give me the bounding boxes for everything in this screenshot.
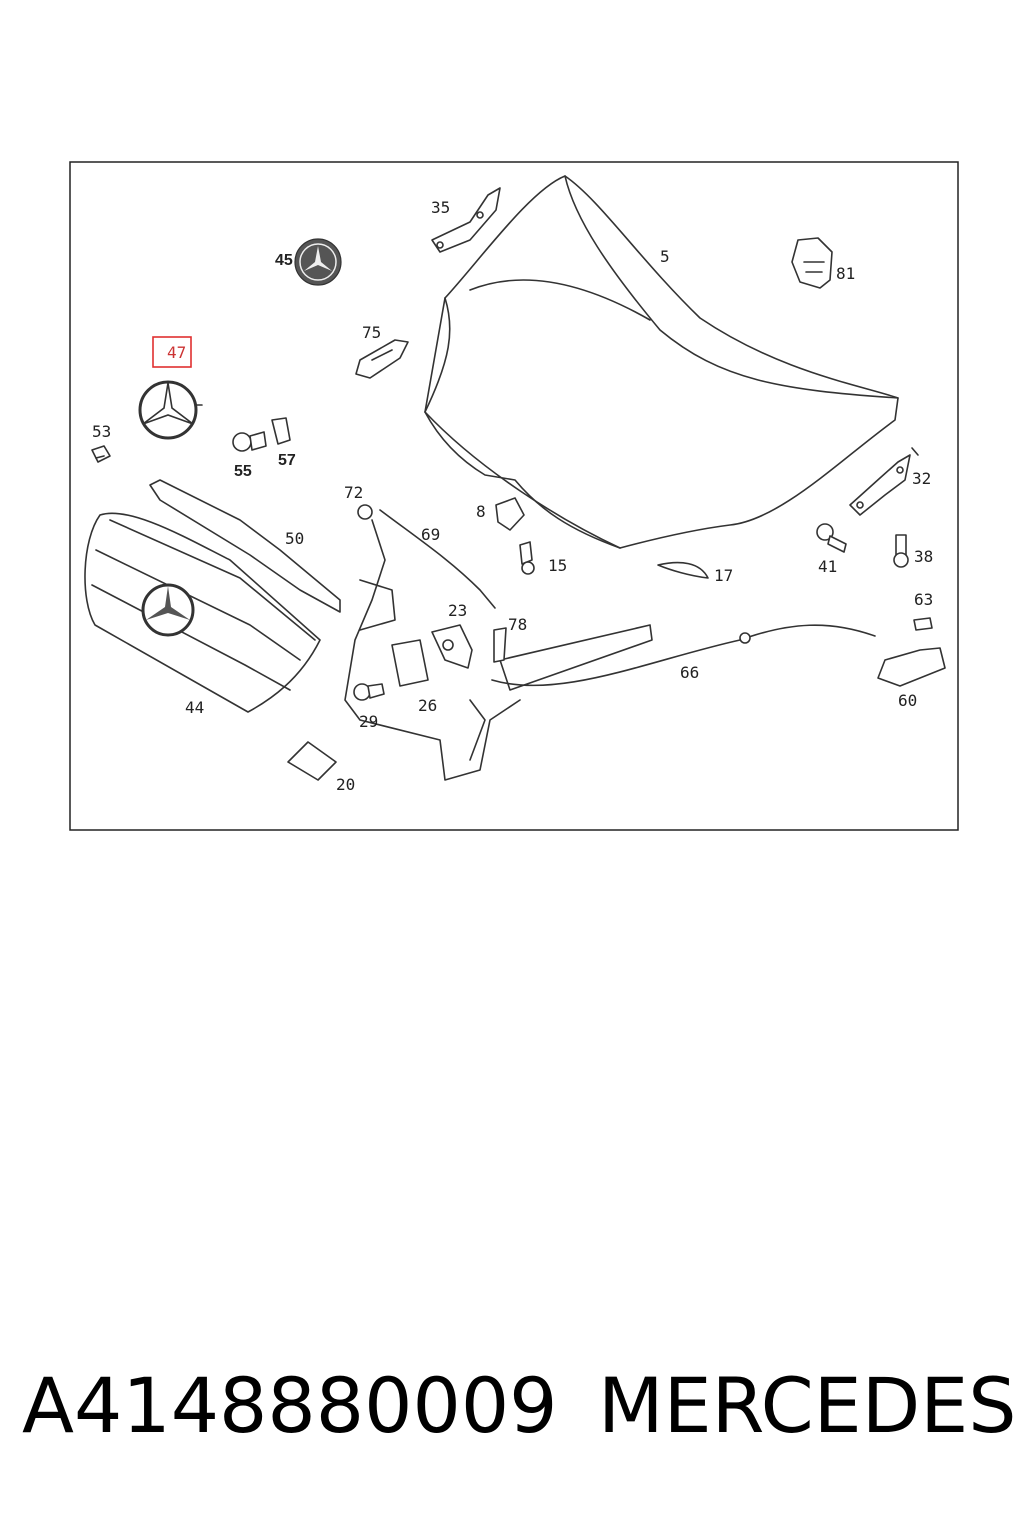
- callout-47: 47: [167, 343, 186, 362]
- callout-32: 32: [912, 469, 931, 488]
- part-number: A4148880009: [22, 1361, 558, 1450]
- callout-35: 35: [431, 198, 450, 217]
- callout-50: 50: [285, 529, 304, 548]
- callout-60: 60: [898, 691, 917, 710]
- callout-57: 57: [278, 452, 296, 469]
- clip-part-57: [271, 417, 291, 445]
- radiator-support: [344, 519, 653, 781]
- callout-44: 44: [185, 698, 204, 717]
- cable-connector: [739, 632, 751, 644]
- callout-8: 8: [476, 502, 486, 521]
- bolt-part-55: [232, 431, 267, 452]
- callout-38: 38: [914, 547, 933, 566]
- bolt-part-41: [816, 523, 847, 553]
- cable-part-66: [491, 624, 876, 687]
- handle-part-75: [355, 339, 409, 379]
- lock-part-23: [431, 624, 473, 669]
- lever-part-60: [877, 647, 946, 687]
- callout-20: 20: [336, 775, 355, 794]
- callout-75: 75: [362, 323, 381, 342]
- bolt-part-38: [893, 534, 909, 568]
- callout-81: 81: [836, 264, 855, 283]
- callout-55: 55: [234, 463, 252, 480]
- bolt-part-53: [91, 445, 111, 463]
- clip-part-78: [493, 627, 507, 663]
- latch-part-8: [495, 497, 525, 531]
- callout-53: 53: [92, 422, 111, 441]
- rod-part-69: [379, 509, 496, 609]
- callout-17: 17: [714, 566, 733, 585]
- clip-part-81: [791, 237, 833, 289]
- hinge-part-35: [431, 187, 501, 253]
- callout-highlight-box: [152, 336, 192, 368]
- callout-72: 72: [344, 483, 363, 502]
- trim-part-50: [149, 479, 341, 613]
- callout-15: 15: [548, 556, 567, 575]
- callout-26: 26: [418, 696, 437, 715]
- brand-name: MERCEDES: [598, 1361, 1017, 1450]
- hood-part: [424, 175, 899, 549]
- star-part-47: [138, 380, 203, 440]
- bolt-part-15: [519, 541, 535, 575]
- clip-part-63: [913, 617, 933, 631]
- plate-part-26: [391, 639, 429, 687]
- hinge-part-32: [849, 447, 919, 516]
- bolt-part-29: [353, 683, 385, 701]
- pad-part-20: [287, 741, 337, 781]
- callout-29: 29: [359, 712, 378, 731]
- callout-69: 69: [421, 525, 440, 544]
- callout-63: 63: [914, 590, 933, 609]
- grommet-part-72: [357, 504, 373, 520]
- emblem-part-45: [294, 238, 342, 286]
- callout-78: 78: [508, 615, 527, 634]
- callout-5: 5: [660, 247, 670, 266]
- callout-45: 45: [275, 252, 293, 269]
- callout-23: 23: [448, 601, 467, 620]
- callout-41: 41: [818, 557, 837, 576]
- grille-part-44: [84, 512, 321, 713]
- callout-66: 66: [680, 663, 699, 682]
- pad-part-17: [657, 561, 709, 579]
